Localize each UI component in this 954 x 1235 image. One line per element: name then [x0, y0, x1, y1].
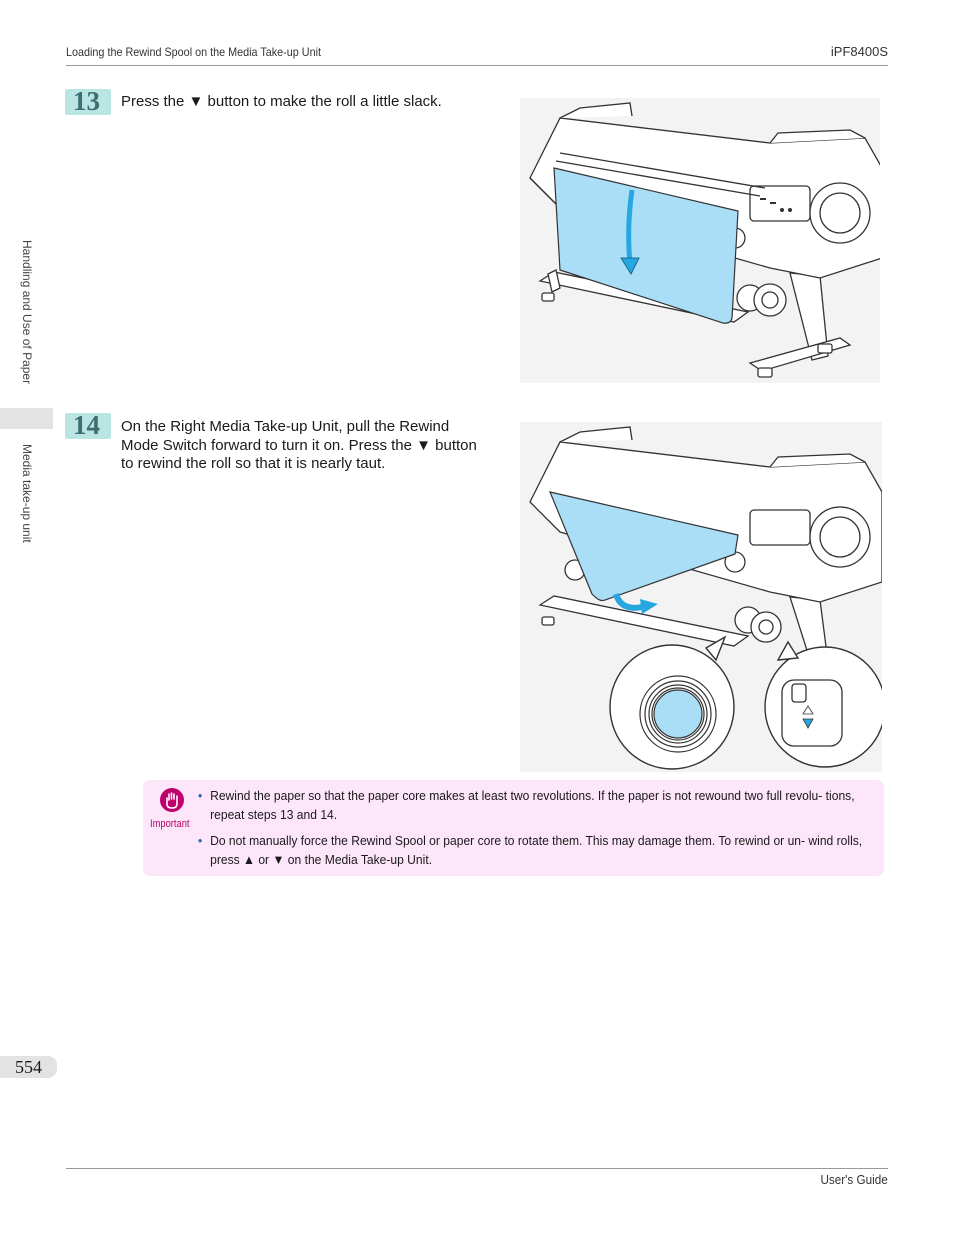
step-13-text: Press the ▼ button to make the roll a li…	[121, 93, 442, 110]
sidebar-section: Media take-up unit	[20, 444, 34, 543]
important-item: • Rewind the paper so that the paper core…	[198, 786, 885, 824]
bullet-icon: •	[198, 788, 203, 803]
step-14-number: 14	[73, 410, 100, 440]
header-section-title: Loading the Rewind Spool on the Media Ta…	[66, 45, 321, 59]
step-14-badge: 14	[65, 410, 111, 440]
step-14-text-line: to rewind the roll so that it is nearly …	[121, 455, 386, 472]
step-14-printer-illustration	[520, 422, 882, 772]
important-label: Important	[150, 818, 190, 830]
important-note	[143, 780, 884, 876]
step-14-text-line: On the Right Media Take-up Unit, pull th…	[121, 418, 450, 435]
important-item-text: Do not manually force the Rewind Spool o…	[210, 833, 863, 867]
step-14-text: On the Right Media Take-up Unit, pull th…	[121, 418, 501, 474]
step-13-number: 13	[73, 86, 100, 116]
footer-guide-title: User's Guide	[820, 1172, 888, 1187]
sidebar-chapter: Handling and Use of Paper	[20, 240, 34, 385]
important-item-text: Rewind the paper so that the paper core …	[210, 788, 855, 822]
page-number: 554	[15, 1057, 42, 1077]
footer-divider	[66, 1168, 888, 1169]
bullet-icon: •	[198, 833, 203, 848]
important-item: • Do not manually force the Rewind Spool …	[198, 831, 885, 869]
down-arrow-icon	[620, 189, 640, 276]
step-13-printer-illustration	[520, 98, 880, 383]
page-number-tab	[0, 1056, 57, 1078]
step-13-badge: 13	[65, 86, 111, 116]
sidebar-tab-marker	[0, 408, 53, 429]
step-14-text-line: Mode Switch forward to turn it on. Press…	[121, 436, 477, 454]
header-divider	[66, 65, 888, 66]
hand-stop-icon	[160, 788, 184, 812]
important-list: • Rewind the paper so that the paper core…	[198, 786, 878, 876]
header-model: iPF8400S	[830, 44, 888, 59]
rewind-arrow-icon	[613, 592, 658, 614]
